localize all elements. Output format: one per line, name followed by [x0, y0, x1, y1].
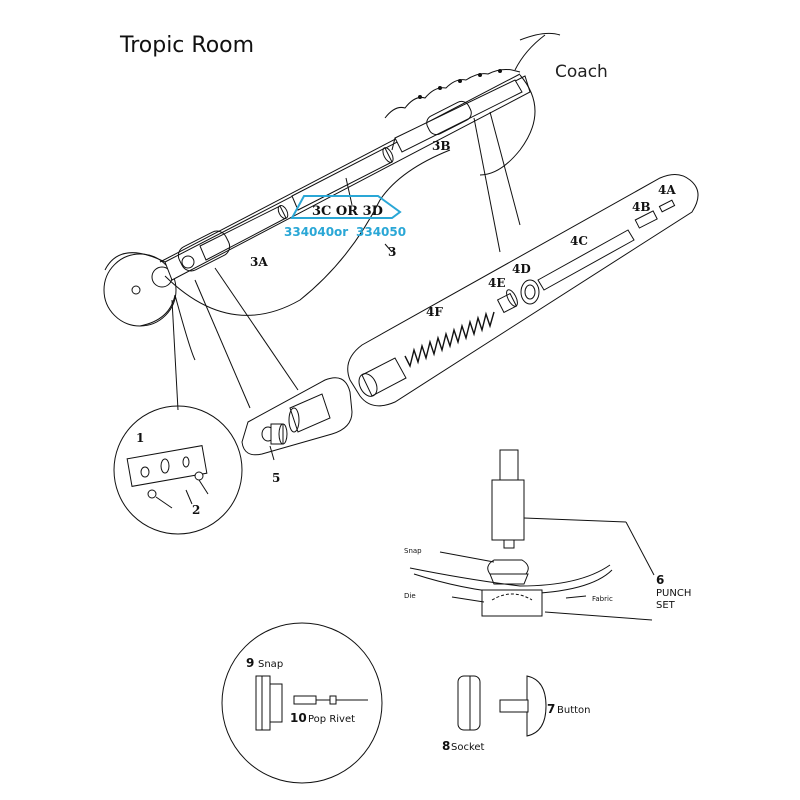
parts-9-10-detail	[221, 622, 383, 784]
spring-assembly-exploded-view	[347, 174, 699, 407]
callout-4d: 4D	[512, 262, 531, 276]
callout-3c-or-3d: 3C OR 3D	[312, 204, 383, 219]
punch-fabric-label: Fabric	[592, 595, 613, 603]
part-number-334040: 334040	[284, 225, 334, 239]
diagram-title: Tropic Room	[119, 33, 254, 58]
punch-die-label: Die	[404, 592, 416, 600]
part-number-334050: 334050	[356, 225, 406, 239]
part-8-name: Socket	[451, 742, 485, 753]
callout-2: 2	[192, 503, 200, 517]
part-8-number: 8	[442, 739, 450, 753]
callout-1: 1	[136, 431, 144, 445]
part-9-number: 9	[246, 656, 254, 670]
callout-4f: 4F	[426, 305, 443, 319]
callout-4c: 4C	[570, 234, 588, 248]
socket-button-detail	[457, 675, 547, 737]
part-7-number: 7	[547, 702, 555, 716]
parts-1-2-detail	[113, 405, 243, 535]
callout-3a: 3A	[250, 255, 268, 269]
awning-assembly	[103, 32, 561, 411]
tube-3c-3d-highlight: 3C OR 3D 334040 or 334050	[284, 195, 406, 239]
part-5-detail	[241, 377, 353, 461]
callout-3: 3	[388, 245, 396, 259]
callout-4e: 4E	[488, 276, 506, 290]
part-number-or: or	[334, 225, 348, 239]
punch-set-diagram	[409, 449, 655, 621]
callout-4a: 4A	[658, 183, 676, 197]
callout-5: 5	[272, 471, 280, 485]
punch-set-number: 6	[656, 573, 664, 587]
part-9-name: Snap	[258, 659, 283, 670]
punch-set-line2: SET	[656, 600, 676, 611]
punch-snap-label: Snap	[404, 547, 422, 555]
part-10-number: 10	[290, 711, 307, 725]
punch-set-line1: PUNCH	[656, 588, 691, 599]
part-7-name: Button	[557, 705, 591, 716]
callout-3b: 3B	[432, 139, 451, 153]
callout-4b: 4B	[632, 200, 651, 214]
part-10-name: Pop Rivet	[308, 714, 355, 725]
coach-label: Coach	[555, 62, 608, 82]
